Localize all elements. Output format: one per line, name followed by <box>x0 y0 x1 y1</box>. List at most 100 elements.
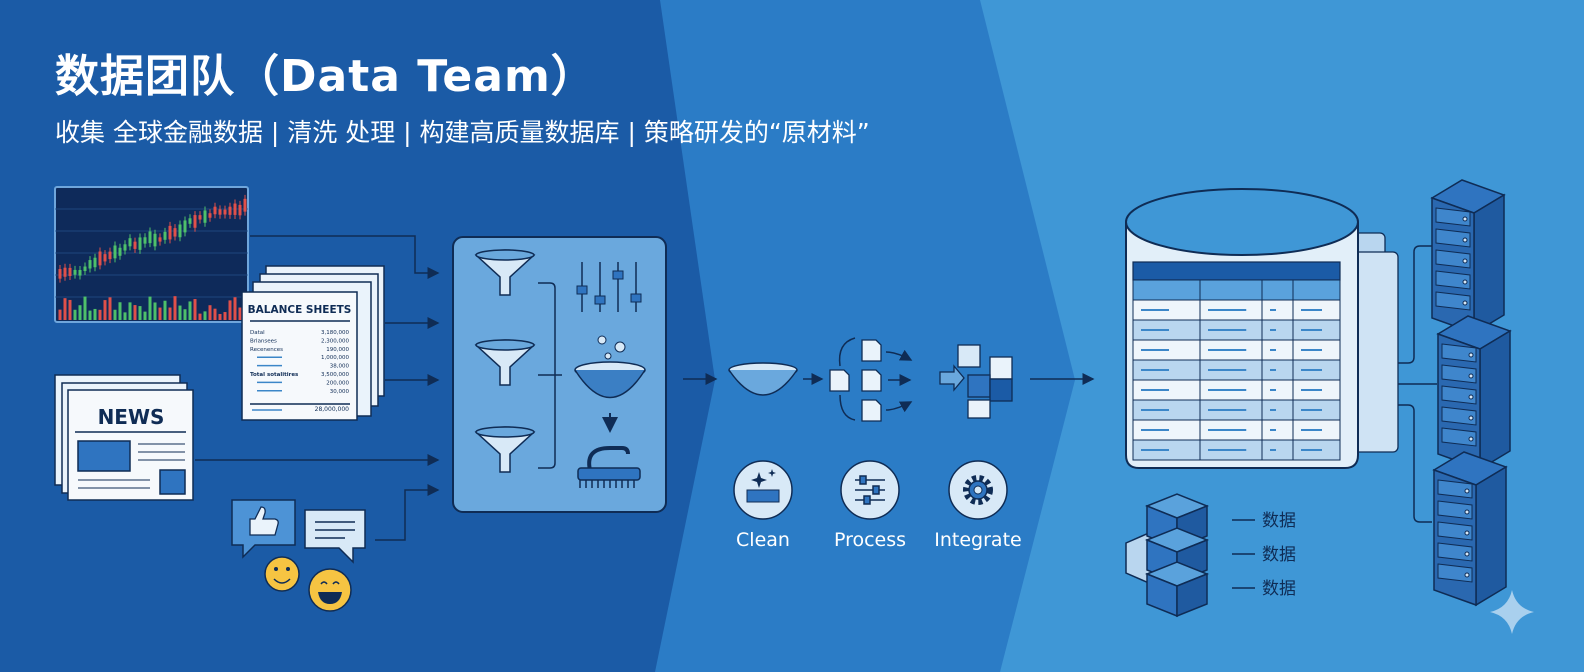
server-led <box>1462 237 1468 243</box>
volume-bar <box>118 302 122 320</box>
server-drive <box>1441 343 1477 363</box>
server-led <box>1464 551 1470 557</box>
balance-sheet-row-label: Brlansees <box>250 338 277 344</box>
balance-sheet-row-value: 3,180,000 <box>321 330 349 336</box>
volume-bar <box>133 305 137 320</box>
server-side <box>1479 329 1511 471</box>
step-process: Process <box>834 460 906 551</box>
processing-box <box>452 236 667 513</box>
input-arrows <box>195 235 440 541</box>
sparkle-wash-icon <box>746 489 780 503</box>
candle <box>88 260 92 269</box>
volume-bar <box>63 298 67 320</box>
funnel-icons <box>474 249 536 473</box>
volume-bar <box>173 296 177 320</box>
server-drive <box>1437 521 1473 541</box>
volume-bar <box>108 297 112 320</box>
documents-icon <box>829 339 882 422</box>
server-drive <box>1441 406 1477 426</box>
volume-bar <box>183 309 187 320</box>
volume-bar <box>163 300 167 320</box>
table-cell <box>1292 279 1341 301</box>
step-clean: Clean <box>733 460 793 551</box>
candle <box>143 237 147 244</box>
candle <box>153 233 157 247</box>
candle <box>203 210 207 223</box>
volume-bar <box>148 296 152 320</box>
sliders-icon <box>855 475 885 505</box>
server-drive <box>1435 207 1471 227</box>
newspaper-icon: NEWS <box>54 374 194 501</box>
candle <box>163 231 167 240</box>
server-led <box>1462 279 1468 285</box>
volume-bar <box>88 310 92 320</box>
balance-sheet-row-label: Total sotalitires <box>250 372 299 378</box>
candle <box>173 228 177 237</box>
candle <box>93 257 97 268</box>
sliders-icon <box>576 262 642 312</box>
candle <box>133 241 137 249</box>
pipeline-flow: Clean Process Integrate <box>683 337 1095 551</box>
server-drive <box>1441 385 1477 405</box>
candle <box>213 206 217 215</box>
volume-bar <box>208 305 212 320</box>
volume-bar <box>228 300 232 320</box>
volume-bar <box>213 308 217 320</box>
page-title: 数据团队（Data Team） <box>55 51 596 102</box>
candle <box>168 225 172 240</box>
volume-bar <box>58 309 62 320</box>
volume-bar <box>143 311 147 320</box>
volume-bar <box>128 302 132 320</box>
sieve-icon <box>728 362 798 396</box>
candle <box>148 231 152 244</box>
volume-bar <box>98 309 102 320</box>
server-led <box>1468 373 1474 379</box>
candle <box>198 215 202 220</box>
server-led <box>1464 509 1470 515</box>
candle <box>223 209 227 215</box>
merge-bracket <box>538 282 562 469</box>
volume-bar <box>138 306 142 320</box>
candle <box>178 224 182 238</box>
server-side <box>1473 193 1505 335</box>
server-led <box>1468 352 1474 358</box>
cube-right <box>1176 572 1208 618</box>
slider-knob <box>630 293 642 303</box>
candle <box>103 254 107 262</box>
balance-sheet-title: BALANCE SHEETS <box>248 304 352 316</box>
candle <box>98 251 102 266</box>
candle <box>183 220 187 233</box>
balance-sheet-row-value: 190,000 <box>326 347 349 353</box>
table-cell <box>1261 319 1294 341</box>
server-drive <box>1437 479 1473 499</box>
table-cell <box>1261 299 1294 321</box>
volume-bar <box>68 299 72 320</box>
volume-bar <box>123 312 127 320</box>
server-drive <box>1437 563 1473 583</box>
candle <box>138 237 142 250</box>
volume-bar <box>218 313 222 320</box>
balance-sheet-row-value: 30,000 <box>330 389 350 395</box>
balance-sheet-row-value: 1,000,000 <box>321 355 349 361</box>
server-led <box>1464 488 1470 494</box>
server-led <box>1464 572 1470 578</box>
social-media-icon <box>231 499 366 612</box>
volume-bar <box>73 309 77 320</box>
candle <box>108 251 112 260</box>
table-cell <box>1132 279 1201 301</box>
server-led <box>1462 216 1468 222</box>
slider-knob <box>612 270 624 280</box>
server-side <box>1475 465 1507 607</box>
candle <box>73 269 77 275</box>
balance-sheet-row-label: Datal <box>250 330 265 336</box>
table-cell <box>1261 359 1294 381</box>
cube-label: 数据 <box>1262 579 1296 599</box>
server-led <box>1468 415 1474 421</box>
brush-icon <box>577 446 641 488</box>
server-drive <box>1441 427 1477 447</box>
news-label: NEWS <box>98 405 165 429</box>
candle <box>218 209 222 215</box>
page-subtitle: 收集 全球金融数据 | 清洗 处理 | 构建高质量数据库 | 策略研发的“原材料… <box>55 118 870 147</box>
